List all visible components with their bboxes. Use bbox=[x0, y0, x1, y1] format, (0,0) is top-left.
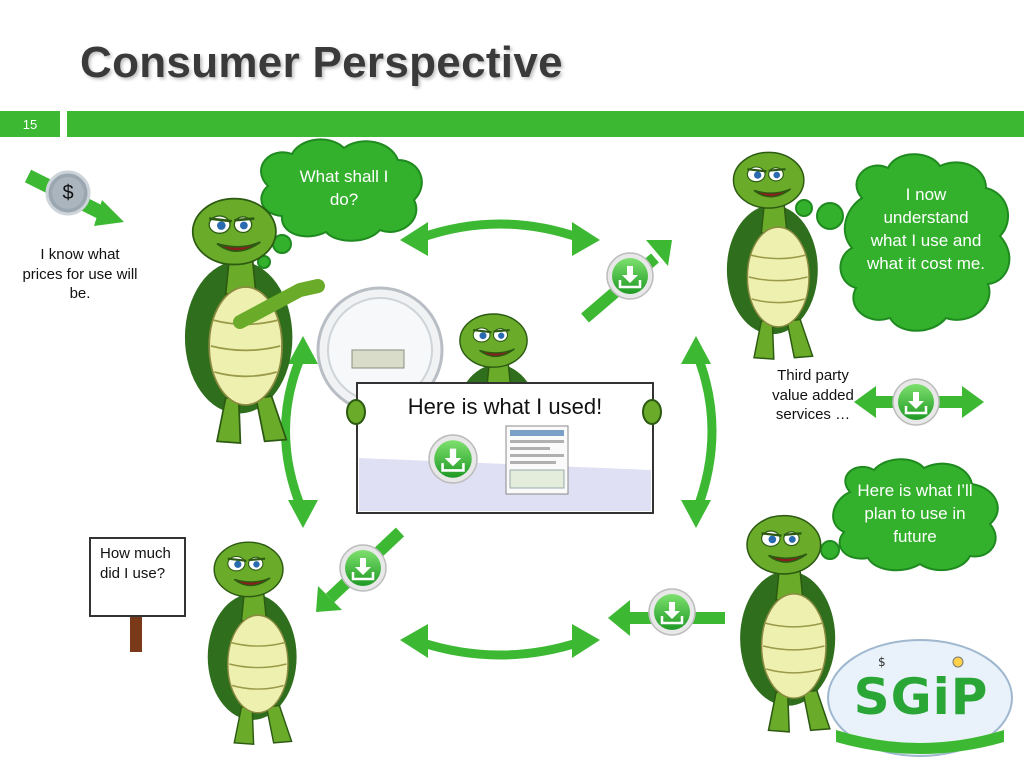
cycle-arrows bbox=[281, 219, 717, 660]
sgip-logo: $ bbox=[827, 639, 1013, 757]
download-icon-center bbox=[428, 434, 478, 484]
turtle-cheering bbox=[725, 151, 820, 361]
arrow-to-sign-turtle bbox=[316, 527, 405, 612]
third-party-arrow bbox=[854, 378, 984, 426]
svg-text:$: $ bbox=[878, 655, 886, 669]
cloud-what-shall bbox=[257, 138, 423, 269]
cloud-plan bbox=[820, 458, 999, 572]
question-sign-text: How much did I use? bbox=[100, 545, 171, 583]
download-icon-bottom-mid bbox=[648, 588, 696, 636]
price-coin bbox=[24, 169, 124, 226]
third-party-text: Third party value added services … bbox=[772, 367, 854, 423]
cloud-understand bbox=[795, 153, 1011, 332]
report-thumbnail-icon bbox=[505, 425, 569, 495]
center-sign bbox=[346, 382, 662, 514]
question-sign bbox=[89, 537, 186, 652]
cloud-what-shall-text: What shall I do? bbox=[299, 167, 389, 209]
price-symbol: $ bbox=[62, 182, 74, 204]
pointing-arm bbox=[233, 279, 325, 329]
sgip-logo-text: SGiP bbox=[853, 668, 989, 726]
slide-number: 15 bbox=[0, 111, 60, 137]
cycle-arrowheads bbox=[288, 222, 711, 658]
header-band bbox=[67, 111, 1024, 137]
meter-icon bbox=[316, 286, 444, 414]
center-sign-text: Here is what I used! bbox=[407, 394, 603, 419]
price-text: I know what prices for use will be. bbox=[22, 246, 138, 302]
turtle-with-sign bbox=[206, 541, 298, 746]
download-icon-top-right bbox=[606, 252, 654, 300]
cloud-understand-text: I now understand what I use and what it … bbox=[866, 185, 986, 273]
slide-title: Consumer Perspective bbox=[80, 38, 563, 87]
download-icon-bottom-left bbox=[339, 544, 387, 592]
cloud-plan-text: Here is what I’ll plan to use in future bbox=[857, 481, 973, 546]
arrow-to-understand bbox=[581, 240, 672, 323]
turtle-bottom-right bbox=[738, 514, 837, 734]
download-icon-third-party bbox=[892, 378, 940, 426]
arrow-to-bottom-mid bbox=[608, 588, 725, 636]
